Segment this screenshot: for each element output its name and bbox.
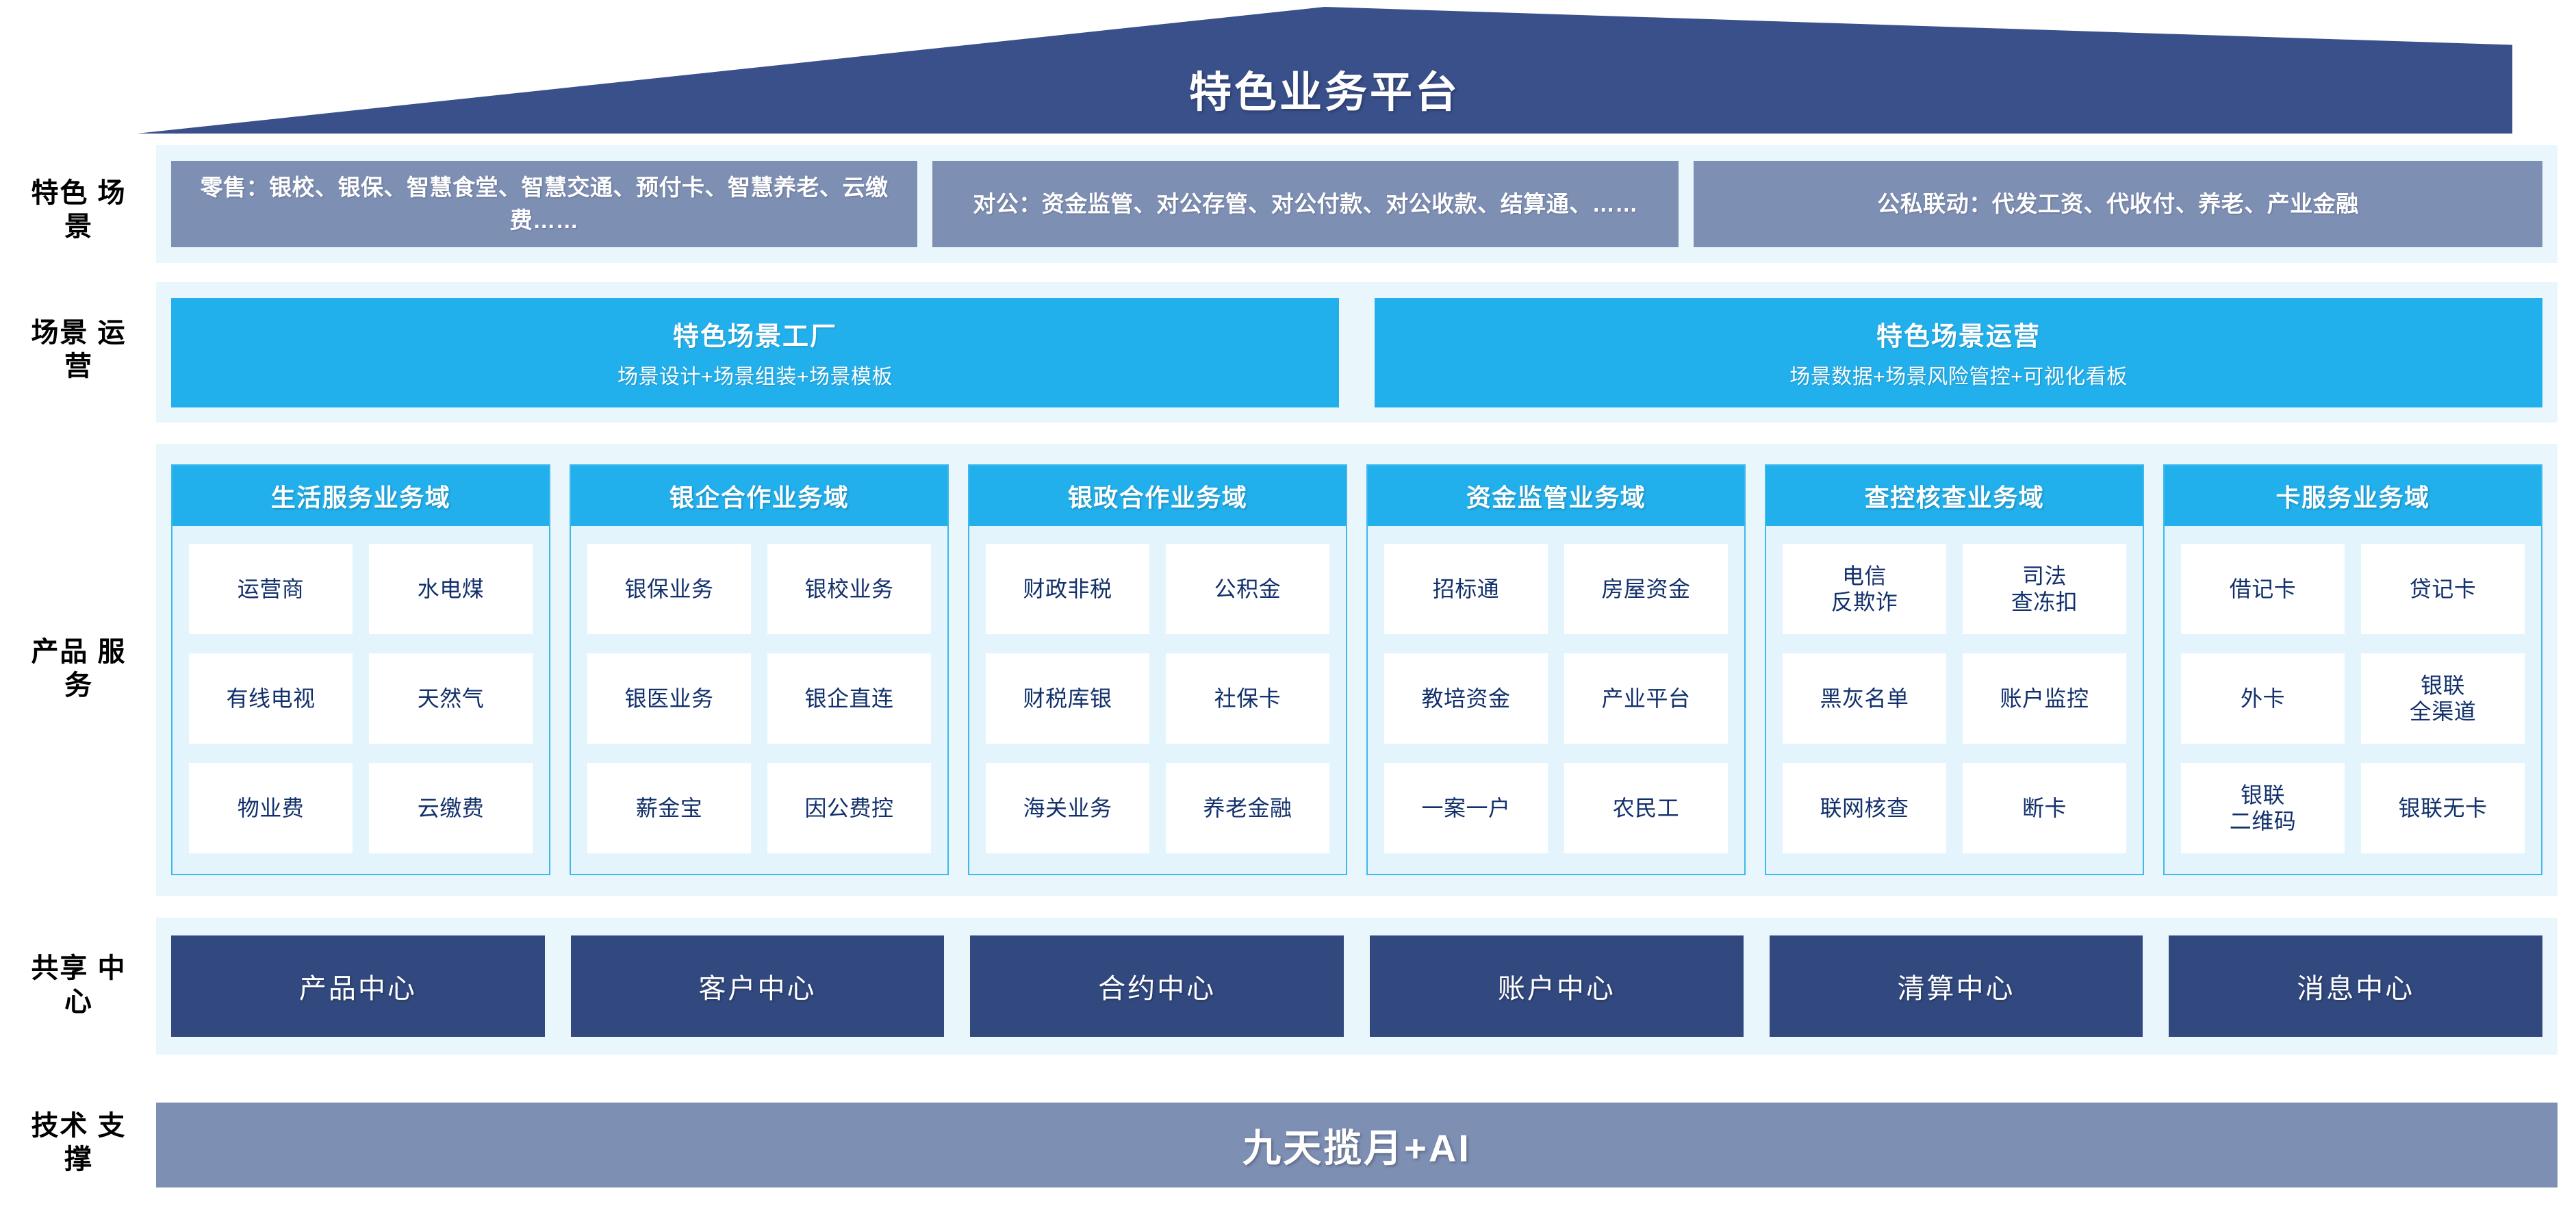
- domain-item[interactable]: 天然气: [369, 653, 533, 744]
- shared-center-band: 产品中心 客户中心 合约中心 账户中心 清算中心 消息中心: [156, 918, 2558, 1055]
- domain-item[interactable]: 银校业务: [767, 544, 931, 634]
- platform-header: 特色业务平台: [0, 0, 2576, 140]
- domain-card-bank-enterprise: 银企合作业务域 银保业务 银校业务 银医业务 银企直连 薪金宝 因公费控: [570, 464, 949, 875]
- domain-item[interactable]: 招标通: [1384, 544, 1548, 634]
- domain-item[interactable]: 外卡: [2181, 653, 2345, 744]
- domain-title: 生活服务业务域: [173, 466, 549, 526]
- domain-item[interactable]: 房屋资金: [1564, 544, 1728, 634]
- domain-item[interactable]: 借记卡: [2181, 544, 2345, 634]
- domain-item[interactable]: 公积金: [1166, 544, 1329, 634]
- shared-center-row: 产品中心 客户中心 合约中心 账户中心 清算中心 消息中心: [156, 918, 2558, 1055]
- domain-item-grid: 运营商 水电煤 有线电视 天然气 物业费 云缴费: [173, 526, 549, 874]
- domain-card-investigation-control: 查控核查业务域 电信 反欺诈 司法 查冻扣 黑灰名单 账户监控 联网核查 断卡: [1765, 464, 2144, 875]
- operation-subtitle: 场景设计+场景组装+场景模板: [617, 366, 893, 388]
- shared-center-customer[interactable]: 客户中心: [570, 935, 945, 1037]
- domain-item[interactable]: 贷记卡: [2361, 544, 2525, 634]
- domain-item[interactable]: 银保业务: [587, 544, 751, 634]
- domain-item[interactable]: 断卡: [1963, 763, 2126, 853]
- domain-item[interactable]: 养老金融: [1166, 763, 1329, 853]
- domain-title: 查控核查业务域: [1766, 466, 2143, 526]
- domain-item[interactable]: 银企直连: [767, 653, 931, 744]
- operation-title: 特色场景工厂: [672, 323, 837, 351]
- domain-card-fund-supervision: 资金监管业务域 招标通 房屋资金 教培资金 产业平台 一案一户 农民工: [1366, 464, 1746, 875]
- domain-item[interactable]: 司法 查冻扣: [1963, 544, 2126, 634]
- domain-title: 银政合作业务域: [969, 466, 1346, 526]
- scenario-band: 零售：银校、银保、智慧食堂、智慧交通、预付卡、智慧养老、云缴费…… 对公：资金监…: [156, 145, 2558, 263]
- domain-title: 资金监管业务域: [1368, 466, 1744, 526]
- domain-item-grid: 借记卡 贷记卡 外卡 银联 全渠道 银联 二维码 银联无卡: [2165, 526, 2541, 874]
- domain-item[interactable]: 社保卡: [1166, 653, 1329, 744]
- domain-item[interactable]: 运营商: [189, 544, 353, 634]
- domain-item[interactable]: 薪金宝: [587, 763, 751, 853]
- product-row: 生活服务业务域 运营商 水电煤 有线电视 天然气 物业费 云缴费 银企合作业务域…: [156, 444, 2558, 896]
- tech-support-band: 九天揽月+AI: [156, 1103, 2558, 1187]
- shared-center-product[interactable]: 产品中心: [171, 935, 545, 1037]
- domain-card-card-service: 卡服务业务域 借记卡 贷记卡 外卡 银联 全渠道 银联 二维码 银联无卡: [2163, 464, 2542, 875]
- domain-item[interactable]: 黑灰名单: [1783, 653, 1946, 744]
- domain-item[interactable]: 银联 全渠道: [2361, 653, 2525, 744]
- shared-center-message[interactable]: 消息中心: [2169, 935, 2543, 1037]
- operation-box-scene-operation[interactable]: 特色场景运营 场景数据+场景风险管控+可视化看板: [1375, 297, 2542, 407]
- domain-item[interactable]: 联网核查: [1783, 763, 1946, 853]
- domain-item-grid: 财政非税 公积金 财税库银 社保卡 海关业务 养老金融: [969, 526, 1346, 874]
- row-label-operation: 场景 运营: [31, 318, 127, 381]
- operation-title: 特色场景运营: [1876, 323, 2041, 351]
- operation-band: 特色场景工厂 场景设计+场景组装+场景模板 特色场景运营 场景数据+场景风险管控…: [156, 282, 2558, 423]
- scenario-row: 零售：银校、银保、智慧食堂、智慧交通、预付卡、智慧养老、云缴费…… 对公：资金监…: [156, 145, 2558, 263]
- domain-item-grid: 电信 反欺诈 司法 查冻扣 黑灰名单 账户监控 联网核查 断卡: [1766, 526, 2143, 874]
- tech-support-bar[interactable]: 九天揽月+AI: [156, 1103, 2558, 1187]
- domain-item[interactable]: 银联 二维码: [2181, 763, 2345, 853]
- domain-item[interactable]: 银医业务: [587, 653, 751, 744]
- domain-item[interactable]: 财税库银: [986, 653, 1149, 744]
- domain-item[interactable]: 水电煤: [369, 544, 533, 634]
- shared-center-account[interactable]: 账户中心: [1370, 935, 1744, 1037]
- domain-card-life-service: 生活服务业务域 运营商 水电煤 有线电视 天然气 物业费 云缴费: [171, 464, 550, 875]
- domain-item[interactable]: 有线电视: [189, 653, 353, 744]
- domain-item[interactable]: 银联无卡: [2361, 763, 2525, 853]
- row-label-tech: 技术 支撑: [31, 1111, 127, 1174]
- domain-title: 银企合作业务域: [571, 466, 947, 526]
- row-label-product: 产品 服务: [31, 637, 127, 701]
- product-band: 生活服务业务域 运营商 水电煤 有线电视 天然气 物业费 云缴费 银企合作业务域…: [156, 444, 2558, 896]
- page-title: 特色业务平台: [1188, 68, 1460, 116]
- domain-item[interactable]: 一案一户: [1384, 763, 1548, 853]
- domain-card-bank-government: 银政合作业务域 财政非税 公积金 财税库银 社保卡 海关业务 养老金融: [968, 464, 1347, 875]
- domain-item[interactable]: 教培资金: [1384, 653, 1548, 744]
- domain-item[interactable]: 电信 反欺诈: [1783, 544, 1946, 634]
- domain-item[interactable]: 物业费: [189, 763, 353, 853]
- row-label-scenario: 特色 场景: [31, 178, 127, 242]
- row-label-shared: 共享 中心: [31, 953, 127, 1017]
- operation-row: 特色场景工厂 场景设计+场景组装+场景模板 特色场景运营 场景数据+场景风险管控…: [156, 282, 2558, 423]
- shared-center-contract[interactable]: 合约中心: [970, 935, 1344, 1037]
- domain-item[interactable]: 账户监控: [1963, 653, 2126, 744]
- shared-center-settlement[interactable]: 清算中心: [1769, 935, 2143, 1037]
- scenario-box-corporate[interactable]: 对公：资金监管、对公存管、对公付款、对公收款、结算通、……: [932, 161, 1679, 247]
- operation-subtitle: 场景数据+场景风险管控+可视化看板: [1789, 366, 2128, 388]
- domain-item[interactable]: 海关业务: [986, 763, 1149, 853]
- domain-item[interactable]: 农民工: [1564, 763, 1728, 853]
- domain-item[interactable]: 因公费控: [767, 763, 931, 853]
- domain-item[interactable]: 财政非税: [986, 544, 1149, 634]
- scenario-box-public-private[interactable]: 公私联动：代发工资、代收付、养老、产业金融: [1694, 161, 2542, 247]
- operation-box-scene-factory[interactable]: 特色场景工厂 场景设计+场景组装+场景模板: [171, 297, 1339, 407]
- domain-item-grid: 招标通 房屋资金 教培资金 产业平台 一案一户 农民工: [1368, 526, 1744, 874]
- domain-title: 卡服务业务域: [2165, 466, 2541, 526]
- domain-item[interactable]: 云缴费: [369, 763, 533, 853]
- domain-item[interactable]: 产业平台: [1564, 653, 1728, 744]
- scenario-box-retail[interactable]: 零售：银校、银保、智慧食堂、智慧交通、预付卡、智慧养老、云缴费……: [171, 161, 917, 247]
- domain-item-grid: 银保业务 银校业务 银医业务 银企直连 薪金宝 因公费控: [571, 526, 947, 874]
